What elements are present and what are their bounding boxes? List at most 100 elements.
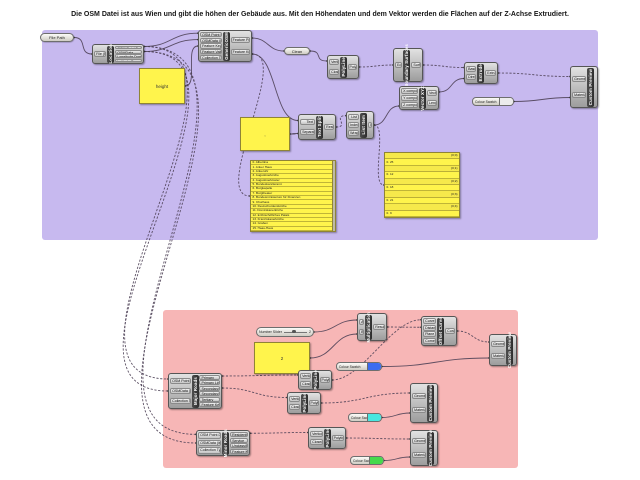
port-out-0[interactable]: Extrusion <box>485 69 496 77</box>
port-out-0[interactable]: Polyline <box>347 63 357 71</box>
port-in-1[interactable]: Closed <box>310 439 323 446</box>
custom-preview-buildings[interactable]: GeometryMaterialCustom Preview <box>570 66 598 108</box>
port-in-0[interactable]: X component <box>401 87 419 95</box>
port-in-1[interactable]: Y component <box>401 94 419 102</box>
port-in-2[interactable]: Plane <box>423 331 437 338</box>
port-out-2[interactable]: Unclassified <box>230 443 248 449</box>
color-chip[interactable] <box>367 363 381 370</box>
swatch-secondary[interactable]: Colour Swatch <box>348 413 382 422</box>
color-chip[interactable] <box>369 457 383 464</box>
port-out-0[interactable]: i <box>367 121 372 129</box>
swatch-minor[interactable]: Colour Swatch <box>350 456 384 465</box>
port-in-0[interactable]: Geometry <box>572 76 587 83</box>
port-out-0[interactable]: Primary <box>199 374 220 380</box>
clean-capsule[interactable]: Clean <box>284 47 310 55</box>
port-in-1[interactable]: Closed <box>329 68 339 75</box>
polyline-buildings[interactable]: VerticesClosedPolyLinePolyline <box>327 55 359 79</box>
port-in-0[interactable]: Edges <box>395 61 403 69</box>
port-out-0[interactable]: Polyline <box>308 399 319 407</box>
file-path-capsule[interactable]: File Path <box>40 33 74 42</box>
port-in-1[interactable]: B <box>359 329 365 336</box>
port-in-2[interactable]: Wrap <box>348 129 359 137</box>
port-in-3[interactable]: Feature Value <box>200 49 222 55</box>
offset-curve[interactable]: CurveDistancePlaneCornersOffset CurveCur… <box>421 316 457 346</box>
port-in-0[interactable]: A <box>359 318 365 325</box>
port-out-2[interactable]: Longitude Domain <box>115 54 142 58</box>
polyline-minor[interactable]: VerticesClosedPolyLinePolyline <box>308 427 346 449</box>
port-in-1[interactable]: Material <box>412 407 427 414</box>
panel-scrollbar[interactable] <box>331 161 335 231</box>
custom-preview-minor[interactable]: GeometryMaterialCustom Preview <box>410 430 438 466</box>
port-in-0[interactable]: List <box>348 113 359 121</box>
port-in-0[interactable]: Text <box>300 118 316 126</box>
port-in-0[interactable]: Vertices <box>310 430 323 437</box>
custom-preview-offset[interactable]: GeometryMaterialCustom Preview <box>489 332 517 368</box>
height-panel[interactable]: height <box>139 68 185 104</box>
port-in-0[interactable]: File (F) <box>94 50 107 58</box>
port-in-1[interactable]: Distance <box>423 324 437 331</box>
port-in-1[interactable]: OSMData (level) <box>200 37 222 43</box>
vector-xyz[interactable]: X componentY componentZ componentVector … <box>399 86 439 110</box>
port-in-1[interactable]: Closed <box>289 404 300 411</box>
port-out-0[interactable]: Feature Points <box>230 36 250 44</box>
port-in-0[interactable]: Geometry <box>491 340 506 348</box>
polyline-secondary[interactable]: VerticesClosedPolyLinePolyline <box>287 392 321 414</box>
swatch-offset[interactable]: Colour Swatch <box>336 362 382 371</box>
port-in-2[interactable]: Collection Type <box>170 397 191 405</box>
port-out-2[interactable]: Secondary <box>199 385 220 391</box>
port-out-3[interactable]: Latitude Domain <box>115 58 142 63</box>
color-chip[interactable] <box>367 414 381 421</box>
color-chip[interactable] <box>499 98 513 105</box>
slider-handle[interactable] <box>292 329 296 334</box>
factor-panel[interactable]: 2 <box>254 342 310 374</box>
port-out-0[interactable]: Polyline <box>331 434 344 442</box>
port-out-0[interactable]: Polyline <box>319 376 330 384</box>
custom-preview-secondary[interactable]: GeometryMaterialCustom Preview <box>410 383 438 423</box>
port-out-1[interactable]: Length <box>426 99 437 106</box>
text-split[interactable]: TextSeparatorsText SplitResult <box>298 114 336 140</box>
port-in-1[interactable]: OSMData (level) <box>198 439 222 447</box>
polyline-primary[interactable]: VerticesClosedPolyLinePolyline <box>298 370 332 390</box>
swatch-building[interactable]: Colour Swatch <box>472 97 514 106</box>
port-in-0[interactable]: Vertices <box>289 395 300 402</box>
separator-panel[interactable]: , <box>240 117 290 151</box>
port-out-1[interactable]: Feature Key <box>230 48 250 56</box>
slider-track[interactable] <box>283 329 307 334</box>
port-out-4[interactable]: Tertiary <box>199 396 220 402</box>
port-in-1[interactable]: OSMData (level) <box>170 387 191 395</box>
port-out-0[interactable]: Curve <box>445 327 455 335</box>
port-in-0[interactable]: Vertices <box>300 372 311 380</box>
port-out-3[interactable]: Feature Key <box>230 449 248 455</box>
port-in-0[interactable]: Vertices <box>329 59 339 66</box>
port-in-0[interactable]: Geometry <box>412 392 427 399</box>
port-in-4[interactable]: Collection Type <box>200 55 222 61</box>
port-in-1[interactable]: Direction <box>466 74 477 81</box>
port-out-1[interactable]: Primary Links <box>199 380 220 386</box>
port-in-2[interactable]: Z component <box>401 101 419 109</box>
port-in-0[interactable]: Geometry <box>412 438 427 445</box>
port-in-1[interactable]: Separators <box>300 128 316 136</box>
boundary-surfaces[interactable]: EdgesBoundary SurfacesSurfaces <box>393 44 423 86</box>
port-in-3[interactable]: Corners <box>423 338 437 345</box>
port-in-1[interactable]: Material <box>491 352 506 360</box>
port-out-1[interactable]: Service <box>230 437 248 443</box>
port-in-1[interactable]: Material <box>572 91 587 98</box>
port-out-5[interactable]: Feature Key <box>199 402 220 408</box>
port-in-2[interactable]: Feature Key <box>200 43 222 49</box>
port-out-0[interactable]: OSM Point Data <box>115 45 142 50</box>
port-out-0[interactable]: Surfaces <box>411 61 421 69</box>
port-in-0[interactable]: Base <box>466 65 477 72</box>
port-in-1[interactable]: Index <box>348 121 359 129</box>
port-in-0[interactable]: OSM Point Data <box>170 377 191 385</box>
port-in-0[interactable]: Curve <box>423 317 437 324</box>
port-out-0[interactable]: Result <box>324 123 334 131</box>
port-in-0[interactable]: OSM Point Data <box>200 31 222 37</box>
